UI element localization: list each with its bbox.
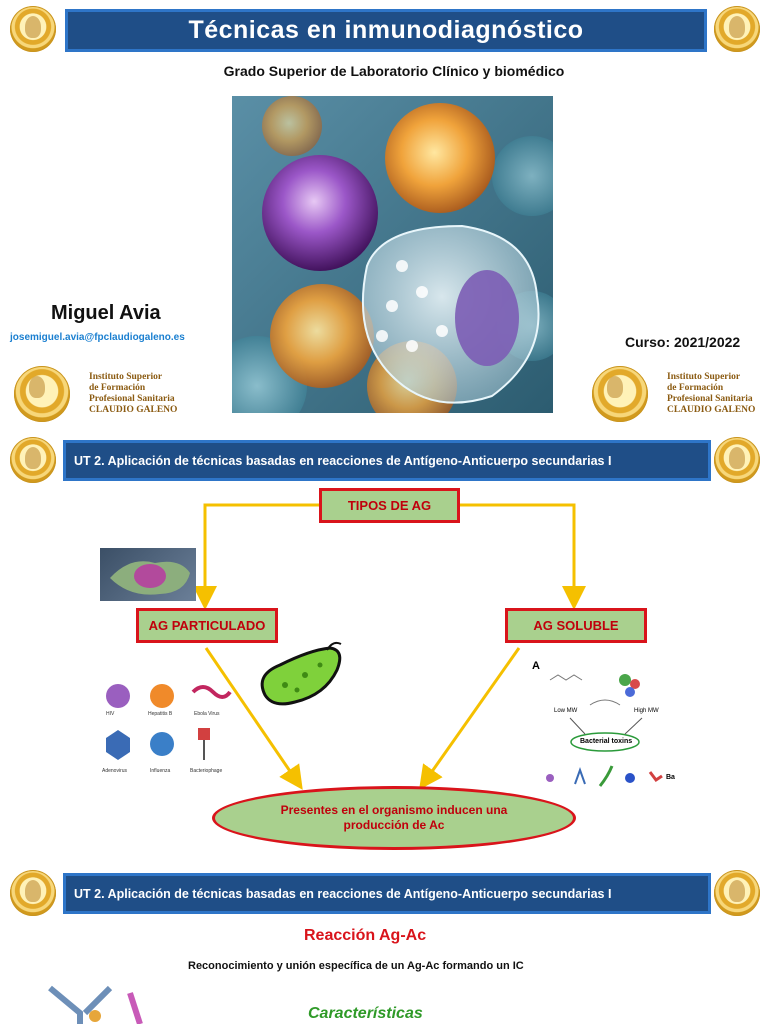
cells-illustration bbox=[232, 96, 553, 413]
cell-micrograph bbox=[100, 548, 196, 601]
toxin-figure: A Low MW High MW Bacterial toxins Ba bbox=[530, 660, 680, 790]
ag-types-box: TIPOS DE AG bbox=[319, 488, 460, 523]
virus-label: Hepatitis B bbox=[148, 711, 173, 717]
subtitle: Grado Superior de Laboratorio Clínico y … bbox=[223, 63, 565, 79]
bacterium-icon bbox=[260, 641, 342, 706]
panel-label: A bbox=[532, 660, 540, 672]
virus-label: Adenovirus bbox=[102, 768, 128, 774]
main-title-banner: Técnicas en inmunodiagnóstico bbox=[65, 9, 707, 52]
particulate-ag-box: AG PARTICULADO bbox=[136, 608, 278, 643]
high-mw-label: High MW bbox=[634, 708, 659, 714]
unit-banner: UT 2. Aplicación de técnicas basadas en … bbox=[63, 440, 711, 481]
institute-seal-icon bbox=[14, 366, 70, 422]
laurel-seal-icon bbox=[714, 6, 760, 52]
unit-title: UT 2. Aplicación de técnicas basadas en … bbox=[74, 453, 612, 468]
reaction-heading: Reacción Ag-Ac bbox=[304, 927, 427, 944]
course-year: Curso: 2021/2022 bbox=[625, 334, 741, 350]
laurel-seal-icon bbox=[714, 437, 760, 483]
soluble-ag-box: AG SOLUBLE bbox=[505, 608, 647, 643]
unit-title: UT 2. Aplicación de técnicas basadas en … bbox=[74, 886, 612, 901]
characteristics-heading: Características bbox=[308, 1005, 423, 1022]
laurel-seal-icon bbox=[10, 6, 56, 52]
institute-seal-icon bbox=[592, 366, 648, 422]
virus-grid: HIV Hepatitis B Ebola Virus Adenovirus I… bbox=[98, 680, 233, 780]
unit-banner: UT 2. Aplicación de técnicas basadas en … bbox=[63, 873, 711, 914]
bacterial-toxins-label: Bacterial toxins bbox=[580, 738, 633, 745]
laurel-seal-icon bbox=[714, 870, 760, 916]
virus-label: Ebola Virus bbox=[194, 711, 220, 717]
laurel-seal-icon bbox=[10, 870, 56, 916]
virus-label: Influenza bbox=[150, 768, 171, 774]
author-email[interactable]: josemiguel.avia@fpclaudiogaleno.es bbox=[10, 332, 185, 343]
virus-label: Bacteriophage bbox=[190, 768, 223, 774]
page-title: Técnicas en inmunodiagnóstico bbox=[188, 16, 584, 44]
toxin-suffix-label: Ba bbox=[666, 774, 675, 781]
laurel-seal-icon bbox=[10, 437, 56, 483]
reaction-sentence: Reconocimiento y unión específica de un … bbox=[188, 960, 524, 972]
virus-label: HIV bbox=[106, 711, 115, 717]
conclusion-ellipse: Presentes en el organismo inducen una pr… bbox=[212, 786, 576, 850]
author-name: Miguel Avia bbox=[51, 302, 161, 324]
low-mw-label: Low MW bbox=[554, 708, 578, 714]
antibody-icon bbox=[48, 985, 143, 1024]
